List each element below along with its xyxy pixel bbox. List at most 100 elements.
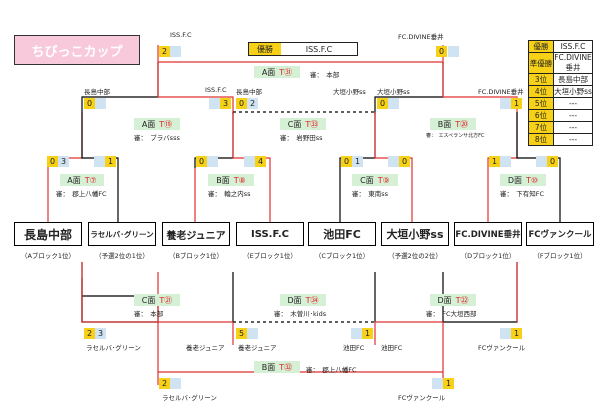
team-box-6: 大垣小野ss bbox=[381, 222, 449, 246]
team-sub-2: （予選2位の1位） bbox=[95, 252, 149, 260]
score-box bbox=[500, 98, 511, 109]
score-qf3-right: 0 bbox=[399, 156, 410, 167]
final-right-label: FC.DIVINE垂井 bbox=[398, 33, 444, 41]
score-sf-right-right: 1 bbox=[511, 98, 522, 109]
b-left-label: ラセルバ･グリーン bbox=[162, 394, 217, 402]
score-box bbox=[207, 156, 218, 167]
match-id: T⑩ bbox=[526, 175, 539, 185]
score-box bbox=[536, 156, 547, 167]
r3-right-label: 大垣小野ss bbox=[333, 88, 366, 96]
score-final-right: 0 bbox=[436, 46, 447, 57]
score-l2-right: 1 bbox=[362, 328, 373, 339]
score-qf2-right: 4 bbox=[255, 156, 266, 167]
sf-right-right-label: FC.DIVINE垂井 bbox=[478, 88, 524, 96]
score-box bbox=[351, 328, 362, 339]
ranking-place: 優勝 bbox=[528, 40, 554, 53]
ranking-team: FC.DIVINE垂井 bbox=[553, 52, 593, 74]
tournament-title: ちびっこカップ bbox=[14, 35, 140, 65]
team-box-5: 池田FC bbox=[308, 222, 376, 246]
match-court: A面 bbox=[67, 175, 81, 185]
score-qf1-left2: 3 bbox=[58, 156, 69, 167]
team-box-2: ラセルバ･グリーン bbox=[88, 222, 156, 246]
ranking-row: 4位大垣小野ss bbox=[528, 85, 593, 98]
match-court: B面 bbox=[261, 362, 276, 372]
match-ref: 審： 本部 bbox=[134, 310, 164, 318]
score-box bbox=[170, 46, 181, 57]
match-id: T㉝ bbox=[305, 119, 319, 129]
score-l1-left2: 3 bbox=[95, 328, 106, 339]
match-court: D面 bbox=[507, 175, 523, 185]
ranking-row: 6位--- bbox=[528, 109, 593, 122]
match-id: T㉑ bbox=[159, 295, 173, 305]
match-ref: 審： 輪之内ss bbox=[208, 190, 251, 198]
match-court: C面 bbox=[360, 175, 374, 185]
ranking-team: --- bbox=[553, 97, 593, 110]
team-sub-4: （Eブロック1位） bbox=[243, 252, 297, 260]
ranking-row: 5位--- bbox=[528, 97, 593, 110]
score-box bbox=[448, 46, 459, 57]
score-qf3-left2: 1 bbox=[352, 156, 363, 167]
champion-label: 優勝 bbox=[249, 43, 281, 55]
team-box-1: 長島中部 bbox=[14, 222, 82, 246]
l2-right-label: 池田FC bbox=[343, 344, 365, 352]
match-id: T⑧ bbox=[233, 175, 246, 185]
sf-left-right-label: ISS.F.C bbox=[205, 86, 227, 94]
ranking-place: 5位 bbox=[528, 97, 554, 110]
match-court: C面 bbox=[141, 295, 156, 305]
ranking-row: 8位--- bbox=[528, 133, 593, 146]
team-sub-3: （Bブロック1位） bbox=[168, 252, 224, 260]
match-ref: 審： 岩野田ss bbox=[280, 134, 323, 142]
match-ref: 審： エスペランサ北方FC bbox=[426, 133, 485, 139]
l2-left-label: 養老ジュニア bbox=[238, 344, 277, 352]
champion-box: 優勝 ISS.F.C bbox=[248, 42, 358, 56]
match-id: T⑳ bbox=[455, 119, 469, 129]
score-qf4-left: 1 bbox=[489, 156, 500, 167]
team-sub-5: （Cブロック1位） bbox=[314, 252, 370, 260]
match-court: A面 bbox=[141, 119, 156, 129]
team-sub-6: （予選2位の2位） bbox=[388, 252, 442, 260]
score-box bbox=[500, 328, 511, 339]
match-id: T㉜ bbox=[279, 362, 293, 372]
team-box-8: FCヴァンクール bbox=[526, 222, 594, 246]
score-qf3-left: 0 bbox=[341, 156, 352, 167]
champion-team: ISS.F.C bbox=[281, 43, 357, 55]
l3-right-label: FCヴァンクール bbox=[478, 344, 526, 352]
match-ref: 審： 東南ss bbox=[352, 190, 389, 198]
score-box bbox=[95, 98, 106, 109]
score-box bbox=[247, 328, 258, 339]
score-l2-left: 5 bbox=[236, 328, 247, 339]
ranking-place: 準優勝 bbox=[528, 52, 554, 74]
ranking-place: 4位 bbox=[528, 85, 554, 98]
match-id: T⑨ bbox=[377, 175, 390, 185]
score-l3-right: 1 bbox=[511, 328, 522, 339]
score-box bbox=[388, 156, 399, 167]
match-id: T⑦ bbox=[84, 175, 97, 185]
score-qf1-left: 0 bbox=[47, 156, 58, 167]
match-ref: 審： 木曽川･kids bbox=[274, 310, 327, 318]
score-box bbox=[500, 156, 511, 167]
match-id: T㉛ bbox=[279, 67, 293, 77]
ranking-team: 長島中部 bbox=[553, 73, 593, 86]
ranking-row: 7位--- bbox=[528, 121, 593, 134]
match-ref: 審： 下有知FC bbox=[500, 190, 545, 198]
match-ref: 審： 郡上八幡FC bbox=[56, 190, 107, 198]
team-box-7: FC.DIVINE垂井 bbox=[454, 222, 522, 246]
score-qf1-right: 1 bbox=[105, 156, 116, 167]
score-qf2-left: 0 bbox=[196, 156, 207, 167]
match-court: D面 bbox=[437, 295, 452, 305]
l1-right-label: 養老ジュニア bbox=[186, 344, 225, 352]
ranking-team: --- bbox=[553, 121, 593, 134]
match-ref: 審： ブラバsss bbox=[134, 134, 180, 142]
score-b-left: 2 bbox=[159, 378, 170, 389]
score-box bbox=[209, 98, 220, 109]
match-court: D面 bbox=[287, 295, 302, 305]
